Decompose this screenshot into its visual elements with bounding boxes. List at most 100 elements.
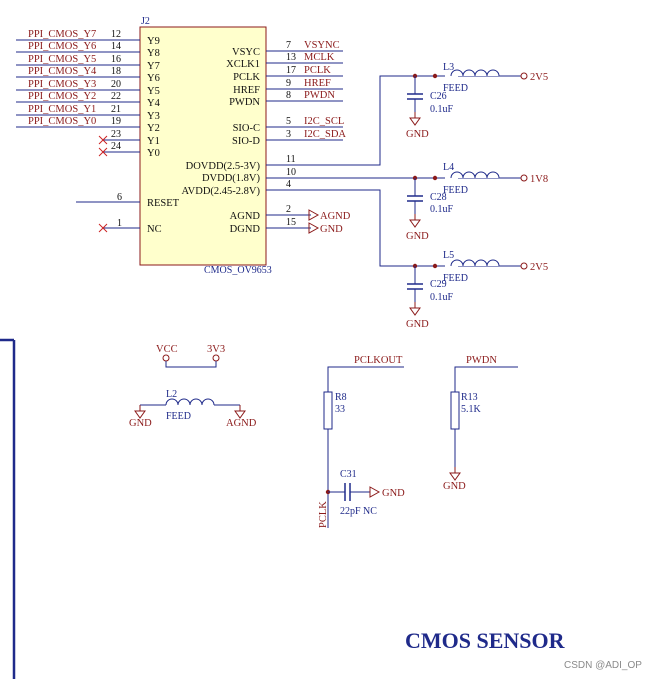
left-pin-row: PPI_CMOS_Y3 20 Y5 [16,79,160,97]
cap-ref: C29 [430,279,447,290]
cap-value: 0.1uF [430,292,454,303]
gnd-label: GND [406,319,429,330]
ic-gnd-pins: AGND 2 AGND DGND 15 GND [230,204,351,235]
v3v3-label: 3V3 [207,344,225,355]
left-net-label: PPI_CMOS_Y5 [28,54,96,65]
right-pin-name: XCLK1 [226,59,260,70]
right-pin-number: 9 [286,78,291,89]
left-pin-number: 24 [111,141,121,152]
left-net-label: PPI_CMOS_Y2 [28,91,96,102]
left-pin-name: Y3 [147,111,160,122]
left-pin-row: PPI_CMOS_Y2 22 Y4 [16,91,161,109]
r8-ref: R8 [335,392,347,403]
inductor-label: FEED [443,185,468,196]
gnd-pin-name: AGND [230,211,261,222]
nc-pin-row: 1 NC [98,218,162,235]
left-pin-row: PPI_CMOS_Y5 16 Y7 [16,54,160,72]
right-pin-number: 13 [286,52,296,63]
nc-pin-number: 1 [117,218,122,229]
right-pin-name: PCLK [233,72,260,83]
rail-label: 2V5 [530,72,548,83]
right-pin-number: 17 [286,65,296,76]
left-net-label: PPI_CMOS_Y1 [28,104,96,115]
c31-gnd-label: GND [382,488,405,499]
sheet-title: CMOS SENSOR [405,628,566,653]
gnd-net-label: AGND [320,211,351,222]
right-pin-row: SIO-C 5 I2C_SCL [233,116,345,134]
watermark: CSDN @ADI_OP [564,660,642,671]
rail-label: 1V8 [530,174,548,185]
right-net-label: MCLK [304,52,335,63]
power-pin-number: 11 [286,154,296,165]
right-net-label: I2C_SCL [304,116,344,127]
pclkout-label: PCLKOUT [354,355,403,366]
left-pin-name: Y1 [147,136,160,147]
ic-ref: J2 [141,16,150,27]
left-pin-number: 23 [111,129,121,140]
nc-pin-name: NC [147,224,162,235]
left-pin-name: Y6 [147,73,160,84]
inductor-ref: L3 [443,62,454,73]
gnd-pin-number: 15 [286,217,296,228]
power-pin-name: DOVDD(2.5-3V) [186,161,261,172]
right-pin-name: PWDN [229,97,260,108]
right-pin-name: HREF [233,85,260,96]
r13-ref: R13 [461,392,478,403]
pclk-label: PCLK [318,501,329,528]
right-net-label: PWDN [304,90,335,101]
gnd-label: GND [406,231,429,242]
right-net-label: PCLK [304,65,331,76]
left-pin-name: Y9 [147,36,160,47]
right-pin-row: PCLK 17 PCLK [233,65,343,83]
gnd-label: GND [129,418,152,429]
cap-ref: C26 [430,91,447,102]
left-pin-name: Y7 [147,61,160,72]
reset-pin-number: 6 [117,192,122,203]
cap-ref: C28 [430,192,447,203]
left-net-label: PPI_CMOS_Y3 [28,79,96,90]
filter-l5: L5 FEED 2V5 C29 0.1uF GND [406,250,548,330]
ic-part: CMOS_OV9653 [204,265,272,276]
left-net-label: PPI_CMOS_Y6 [28,41,96,52]
left-net-label: PPI_CMOS_Y0 [28,116,96,127]
gnd-pin-number: 2 [286,204,291,215]
right-net-label: VSYNC [304,40,340,51]
left-pin-row-nc: 23 Y1 [98,129,160,147]
right-pin-number: 5 [286,116,291,127]
gnd-label: GND [406,129,429,140]
left-pin-name: Y5 [147,86,160,97]
cap-value: 0.1uF [430,204,454,215]
inductor-ref: L4 [443,162,454,173]
ferrite-l2: L2 FEED GND AGND [129,389,257,429]
inductor-label: FEED [443,83,468,94]
right-pin-number: 8 [286,90,291,101]
ic-left-pins: PPI_CMOS_Y7 12 Y9 PPI_CMOS_Y6 14 Y8 PPI_… [16,29,180,235]
left-pin-number: 20 [111,79,121,90]
right-pin-name: SIO-C [233,123,260,134]
right-pin-row: XCLK1 13 MCLK [226,52,343,70]
left-pin-row: PPI_CMOS_Y7 12 Y9 [16,29,160,47]
left-pin-number: 14 [111,41,121,52]
right-pin-number: 7 [286,40,291,51]
pwdn-label: PWDN [466,355,497,366]
left-net-label: PPI_CMOS_Y7 [28,29,96,40]
right-pin-row: HREF 9 HREF [233,78,343,96]
inductor-ref: L5 [443,250,454,261]
left-pin-name: Y2 [147,123,160,134]
r13-value: 5.1K [461,404,482,415]
power-pin-name: AVDD(2.45-2.8V) [181,186,260,197]
reset-pin-name: RESET [147,198,180,209]
right-pin-number: 3 [286,129,291,140]
l2-label: FEED [166,411,191,422]
left-pin-row: PPI_CMOS_Y6 14 Y8 [16,41,160,59]
right-pin-name: VSYC [232,47,260,58]
right-net-label: HREF [304,78,331,89]
rail-label: 2V5 [530,262,548,273]
gnd-pin-name: DGND [230,224,261,235]
gnd-net-label: GND [320,224,343,235]
reset-pin-row: 6 RESET [76,192,180,209]
left-pin-number: 18 [111,66,121,77]
l2-ref: L2 [166,389,177,400]
pwdn-network: PWDN R13 5.1K GND [443,355,518,492]
c31-ref: C31 [340,469,357,480]
